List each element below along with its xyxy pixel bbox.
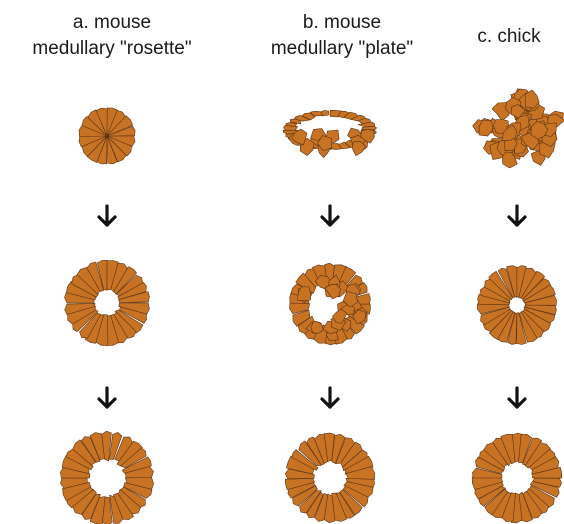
plate-stage-3	[285, 433, 374, 523]
arrow-a-1	[99, 206, 115, 225]
arrow-b-2	[322, 388, 338, 407]
column-a-mouse-rosette	[60, 108, 153, 524]
chick-stage-1-cluster	[473, 89, 564, 168]
chick-stage-3	[472, 433, 562, 523]
arrow-c-2	[509, 388, 525, 407]
column-c-chick	[472, 89, 564, 523]
plate-stage-1-cells	[289, 128, 375, 158]
arrow-a-2	[99, 388, 115, 407]
rosette-stage-3	[60, 431, 153, 524]
rosette-stage-1	[79, 108, 135, 164]
rosette-stage-2	[65, 260, 150, 345]
arrow-c-1	[509, 206, 525, 225]
chick-stage-2	[477, 266, 556, 345]
column-b-mouse-plate	[283, 110, 376, 523]
cell	[358, 122, 375, 127]
cell	[362, 126, 377, 129]
arrow-b-1	[322, 206, 338, 225]
